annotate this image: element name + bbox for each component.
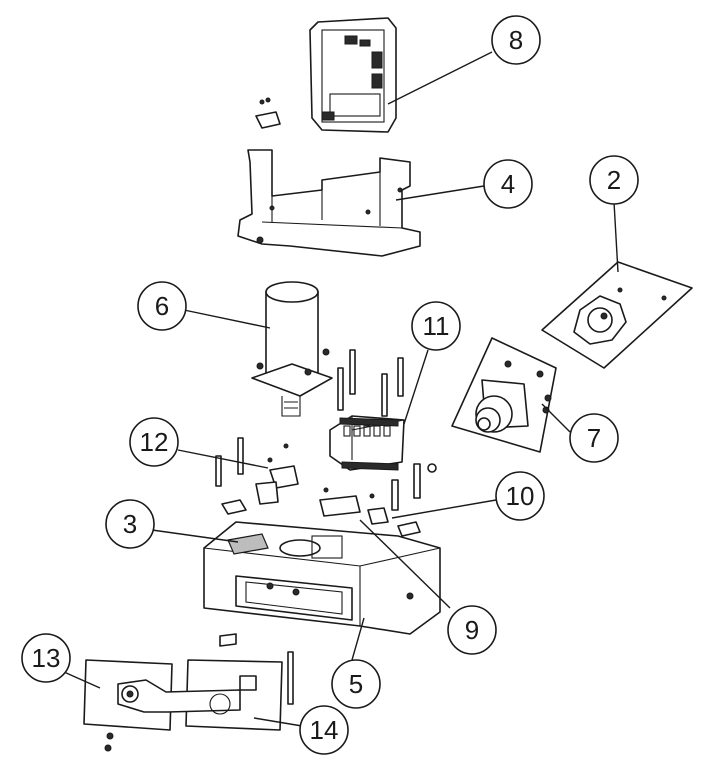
callout-2: 2 bbox=[589, 155, 639, 205]
callout-3: 3 bbox=[105, 499, 155, 549]
part-studs bbox=[337, 349, 404, 417]
callout-11: 11 bbox=[411, 301, 461, 351]
part-switch-block bbox=[215, 437, 299, 515]
callout-9: 9 bbox=[447, 605, 497, 655]
part-mounting-bracket bbox=[237, 149, 421, 257]
part-release-plates bbox=[83, 633, 294, 752]
callout-4: 4 bbox=[483, 159, 533, 209]
callout-label: 9 bbox=[465, 615, 479, 645]
callout-label: 11 bbox=[423, 311, 450, 341]
part-drive-gear bbox=[451, 337, 557, 453]
callout-label: 14 bbox=[310, 715, 339, 745]
callout-label: 4 bbox=[501, 169, 515, 199]
callout-label: 13 bbox=[32, 643, 61, 673]
callout-label: 7 bbox=[587, 423, 601, 453]
leader-lines bbox=[63, 51, 619, 727]
callout-10: 10 bbox=[495, 471, 545, 521]
callout-6: 6 bbox=[137, 281, 187, 331]
part-base-housing bbox=[203, 521, 441, 635]
callout-14: 14 bbox=[299, 705, 349, 755]
callout-12: 12 bbox=[129, 417, 179, 467]
callout-label: 12 bbox=[140, 427, 169, 457]
callout-13: 13 bbox=[21, 633, 71, 683]
callout-8: 8 bbox=[491, 15, 541, 65]
callout-7: 7 bbox=[569, 413, 619, 463]
callout-label: 6 bbox=[155, 291, 169, 321]
callout-5: 5 bbox=[331, 659, 381, 709]
part-motor bbox=[251, 281, 333, 417]
callout-label: 5 bbox=[349, 669, 363, 699]
part-transformer bbox=[329, 415, 437, 473]
part-cam-plate bbox=[541, 261, 693, 369]
callout-label: 3 bbox=[123, 509, 137, 539]
part-terminals bbox=[319, 463, 421, 537]
callout-label: 8 bbox=[509, 25, 523, 55]
callout-label: 10 bbox=[506, 481, 535, 511]
callout-label: 2 bbox=[607, 165, 621, 195]
part-control-board bbox=[255, 17, 397, 133]
